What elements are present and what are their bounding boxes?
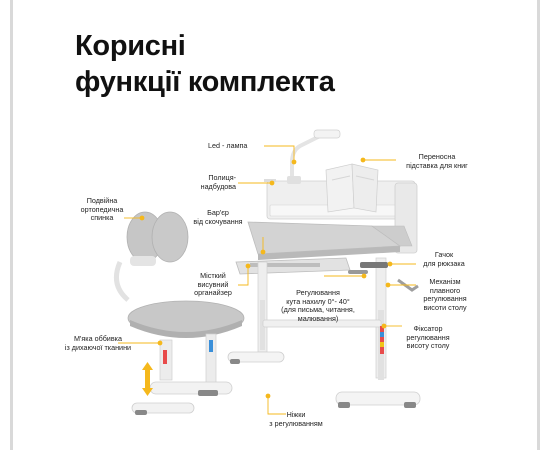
label-fixator-line-1: Фіксатор [413,324,443,333]
callout-dots [139,157,393,399]
label-shelf-line-2: надбудова [200,181,236,191]
label-tilt-line-4: малювання) [297,313,339,323]
label-shelf: Полиця- надбудова [192,173,236,191]
label-upholstery-line-2: із дихаючої тканини [64,342,132,352]
callout-lines [118,145,416,415]
book-stand [325,163,379,213]
page-title: Корисні функції комплекта [75,28,335,100]
chair [113,211,245,415]
height-arrow-icon [142,362,153,396]
label-upholstery-line-1: М'яка оббивка [74,334,122,343]
label-tilt-line-1: Регулювання [296,288,340,297]
label-organizer-line-2: висувний [197,279,229,289]
label-backrest-line-1: Подвійна [86,196,118,205]
label-backrest-line-3: спинка [90,213,114,223]
label-barrier-line-1: Бар'єр [207,208,229,217]
title-line-2: функції комплекта [75,66,335,98]
label-upholstery: М'яка оббивка із дихаючої тканини [60,334,136,352]
label-organizer-line-1: Місткий [200,271,226,280]
desk [227,179,421,408]
label-feet: Ніжки з регулюванням [264,410,328,428]
label-hook-line-2: для рюкзака [423,258,465,268]
label-led-text: Led - лампа [208,141,248,150]
label-tilt-line-2: кута нахилу 0°- 40° [286,296,350,306]
label-backrest-line-2: ортопедична [80,204,124,214]
label-book-stand: Переносна підставка для книг [396,152,478,170]
label-mechanism-line-4: висоти столу [423,302,467,312]
label-tilt: Регулювання кута нахилу 0°- 40° (для пис… [276,288,360,323]
label-organizer: Місткий висувний органайзер [188,271,238,298]
title-line-1: Корисні [75,30,186,62]
label-hook: Гачок для рюкзака [416,250,472,268]
label-barrier: Бар'єр від скочування [188,208,248,226]
label-hook-line-1: Гачок [434,250,454,259]
label-fixator: Фіксатор регулювання висоту столу [400,324,456,351]
label-mechanism-line-1: Механізм [429,277,461,286]
label-mechanism: Механізм плавного регулювання висоти сто… [416,277,474,312]
image-frame [10,0,540,450]
label-feet-line-2: з регулюванням [269,418,323,428]
label-organizer-line-3: органайзер [194,288,232,298]
label-book-stand-line-2: підставка для книг [406,160,468,170]
label-fixator-line-3: висоту столу [406,341,450,351]
height-scale [380,326,384,354]
label-shelf-line-1: Полиця- [208,173,236,182]
label-book-stand-line-1: Переносна [418,152,456,161]
lamp [287,129,341,184]
label-led-lamp: Led - лампа [208,141,248,151]
label-mechanism-line-3: регулювання [423,294,467,304]
label-backrest: Подвійна ортопедична спинка [72,196,132,223]
label-barrier-line-2: від скочування [193,216,243,226]
label-feet-line-1: Ніжки [286,410,306,419]
label-mechanism-line-2: плавного [429,285,461,295]
label-fixator-line-2: регулювання [406,332,450,342]
label-tilt-line-3: (для письма, читання, [281,305,355,315]
